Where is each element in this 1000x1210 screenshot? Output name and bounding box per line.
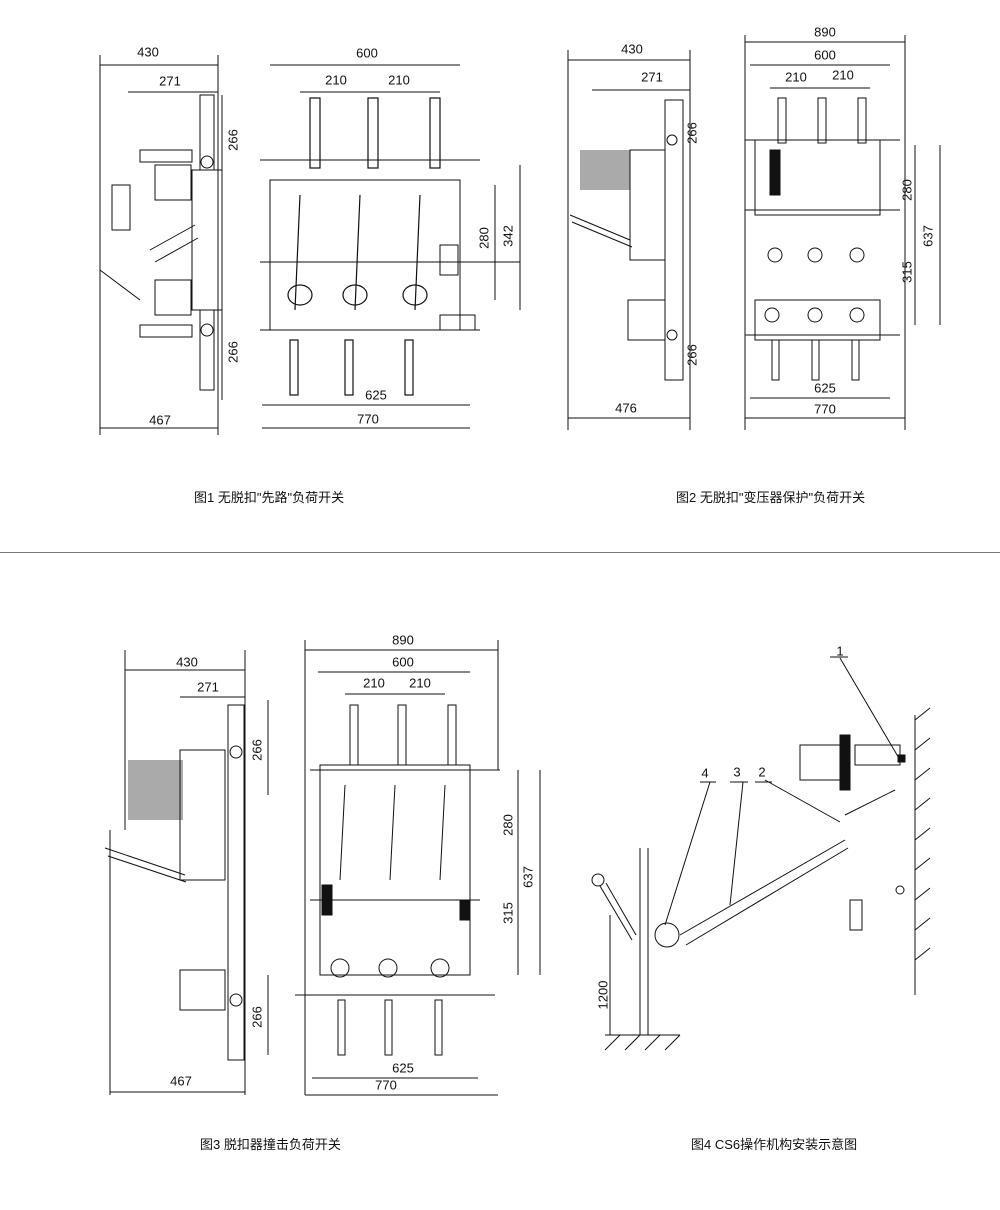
dim-266-top: 266 bbox=[225, 129, 241, 151]
dim-266-top: 266 bbox=[249, 739, 265, 761]
dim-271: 271 bbox=[641, 69, 663, 85]
dim-315: 315 bbox=[500, 902, 516, 924]
dim-210-right: 210 bbox=[832, 67, 854, 83]
dim-637: 637 bbox=[920, 225, 936, 247]
dim-890: 890 bbox=[814, 24, 836, 40]
figure-2-caption: 图2 无脱扣"变压器保护"负荷开关 bbox=[676, 490, 866, 505]
dim-770: 770 bbox=[814, 401, 836, 417]
dim-315: 315 bbox=[899, 261, 915, 283]
dim-625: 625 bbox=[392, 1060, 414, 1076]
part-label-2: 2 bbox=[758, 764, 766, 780]
dim-600: 600 bbox=[356, 45, 378, 61]
dim-210-left: 210 bbox=[363, 675, 385, 691]
dim-430: 430 bbox=[176, 654, 198, 670]
dim-430: 430 bbox=[621, 41, 643, 57]
figure-3-caption: 图3 脱扣器撞击负荷开关 bbox=[200, 1137, 341, 1152]
dim-210-right: 210 bbox=[409, 675, 431, 691]
figure-4-caption: 图4 CS6操作机构安装示意图 bbox=[691, 1137, 858, 1152]
dim-271: 271 bbox=[159, 73, 181, 89]
dim-467: 467 bbox=[149, 412, 171, 428]
part-label-1: 1 bbox=[836, 643, 844, 659]
dim-625: 625 bbox=[814, 380, 836, 396]
figure-4-drawing bbox=[591, 656, 931, 1051]
figure-1-caption: 图1 无脱扣"先路"负荷开关 bbox=[194, 490, 345, 505]
dim-210-left: 210 bbox=[325, 72, 347, 88]
dim-280: 280 bbox=[500, 814, 516, 836]
dim-1200: 1200 bbox=[595, 980, 611, 1010]
dim-600: 600 bbox=[392, 654, 414, 670]
part-label-4: 4 bbox=[701, 765, 709, 781]
dim-637: 637 bbox=[520, 866, 536, 888]
dim-271: 271 bbox=[197, 679, 219, 695]
dim-266-bottom: 266 bbox=[225, 341, 241, 363]
dim-280: 280 bbox=[899, 179, 915, 201]
dim-266-bottom: 266 bbox=[249, 1006, 265, 1028]
dim-266-bottom: 266 bbox=[684, 344, 700, 366]
figure-2-drawing bbox=[567, 35, 941, 430]
section-divider bbox=[0, 552, 1000, 553]
dim-210-left: 210 bbox=[785, 69, 807, 85]
dim-266-top: 266 bbox=[684, 122, 700, 144]
dim-890: 890 bbox=[392, 632, 414, 648]
dim-430: 430 bbox=[137, 44, 159, 60]
part-label-3: 3 bbox=[733, 764, 741, 780]
dim-770: 770 bbox=[357, 411, 379, 427]
dim-600: 600 bbox=[814, 47, 836, 63]
dim-210-right: 210 bbox=[388, 72, 410, 88]
dim-467: 467 bbox=[170, 1073, 192, 1089]
dim-476: 476 bbox=[615, 400, 637, 416]
dim-342: 342 bbox=[500, 225, 516, 247]
dim-280: 280 bbox=[476, 227, 492, 249]
figure-1-drawing bbox=[99, 55, 521, 435]
dim-625: 625 bbox=[365, 387, 387, 403]
dim-770: 770 bbox=[375, 1077, 397, 1093]
figure-3-drawing bbox=[104, 640, 541, 1096]
